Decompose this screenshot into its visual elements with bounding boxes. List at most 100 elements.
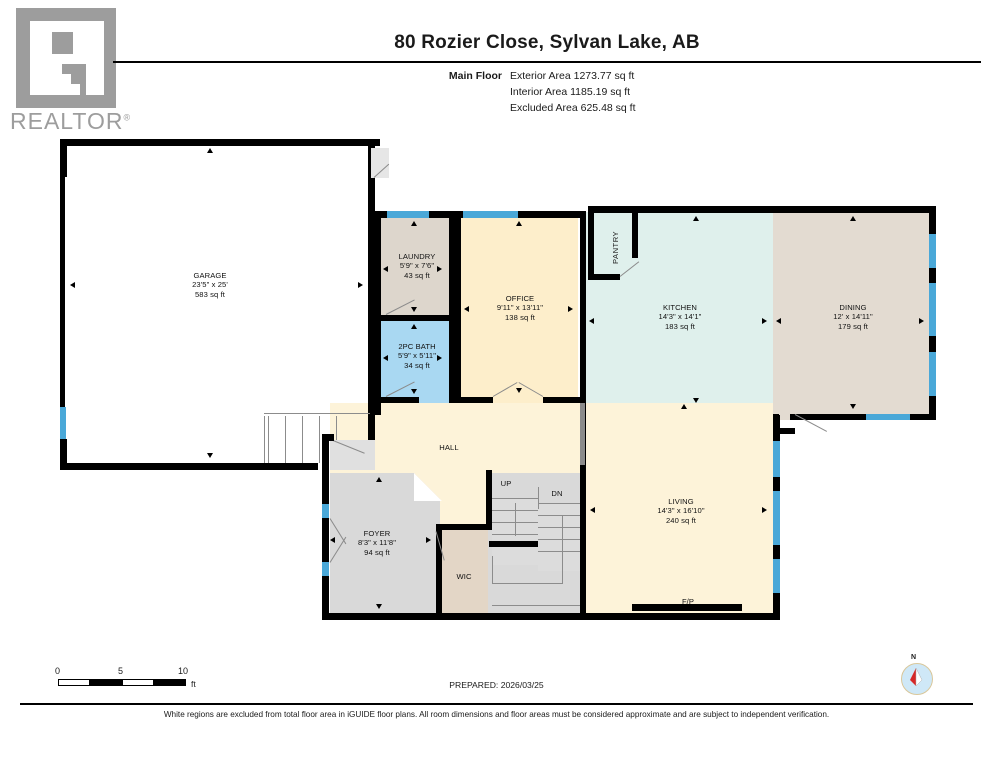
wall-bath-bottom: [375, 397, 419, 403]
label-foyer: FOYER 8'3" x 11'8" 94 sq ft: [357, 529, 397, 557]
wall-pantry-right: [632, 206, 638, 258]
wall-kitchen-top: [636, 206, 936, 213]
garage-stair-box: [264, 416, 265, 463]
label-dining: DINING 12' x 14'11" 179 sq ft: [833, 303, 873, 331]
arrow-dining-right: [919, 318, 924, 324]
excluded-area: Excluded Area 625.48 sq ft: [510, 102, 636, 114]
wall-dining-right-seg1: [929, 268, 936, 283]
garage-stair-riser-4: [319, 416, 320, 463]
compass-north-label: N: [911, 654, 917, 661]
wall-dining-right-top: [929, 206, 936, 234]
room-bath: [380, 320, 454, 403]
garage-stair-riser-3: [302, 416, 303, 463]
arrow-dining-bottom: [850, 404, 856, 409]
window-dining-right-1: [929, 234, 936, 268]
realtor-logo-mark: [16, 8, 116, 108]
scale-unit: ft: [191, 679, 196, 689]
stair-riser-d3: [538, 527, 580, 528]
label-up: UP: [500, 479, 512, 488]
window-foyer-left-1: [322, 504, 329, 518]
arrow-dining-left: [776, 318, 781, 324]
wall-top-seg-b: [429, 211, 463, 218]
wall-top-seg-a: [375, 211, 387, 218]
floor-label: Main Floor: [448, 70, 502, 82]
arrow-living-left: [590, 507, 595, 513]
stair-up-arrow-stem: [492, 556, 493, 583]
garage-stair-riser-1: [268, 416, 269, 463]
arrow-dining-top: [850, 216, 856, 221]
arrow-foyer-top: [376, 477, 382, 482]
title-divider: [113, 61, 981, 63]
wall-pantry-bottom: [588, 274, 620, 280]
stair-riser-d5: [538, 551, 580, 552]
arrow-office-left: [464, 306, 469, 312]
wall-laundry-bath-divider: [375, 315, 455, 321]
arrow-office-right: [568, 306, 573, 312]
label-pantry: PANTRY: [611, 230, 620, 264]
label-garage: GARAGE 23'5" x 25' 583 sq ft: [192, 271, 228, 299]
wall-garage-top: [60, 139, 380, 146]
scale-segment-2: [90, 679, 122, 686]
page-title: 80 Rozier Close, Sylvan Lake, AB: [394, 32, 700, 53]
arrow-bath-right: [437, 355, 442, 361]
stair-rail-up: [538, 487, 539, 509]
arrow-laundry-bottom: [411, 307, 417, 312]
arrow-kitchen-top: [693, 216, 699, 221]
label-living: LIVING 14'3" x 16'10" 240 sq ft: [657, 497, 705, 525]
arrow-garage-left: [70, 282, 75, 288]
wall-dining-bottom-left: [790, 414, 866, 420]
label-wic: WIC: [456, 572, 472, 581]
wall-dining-right-seg2: [929, 336, 936, 352]
window-living-right-1: [773, 441, 780, 477]
label-kitchen: KITCHEN 14'3" x 14'1" 183 sq ft: [658, 303, 702, 331]
wall-dining-right-bottom: [929, 396, 936, 420]
scale-tick-0: 0: [55, 666, 61, 676]
wall-stair-right: [580, 403, 586, 615]
wall-pantry-left: [588, 206, 594, 280]
window-office-top: [463, 211, 518, 218]
garage-stair-top-rail: [264, 413, 370, 414]
wall-wic-top: [436, 524, 492, 530]
arrow-kitchen-right: [762, 318, 767, 324]
wall-bottom-main: [322, 613, 780, 620]
stair-dn-arrow-stem: [515, 503, 516, 536]
wall-living-right-seg2: [773, 545, 780, 559]
wall-garage-bottom: [60, 463, 318, 470]
arrow-kitchen-bottom: [693, 398, 699, 403]
room-office: [461, 217, 578, 403]
scale-tick-10: 10: [178, 666, 189, 676]
stair-return-rail-v: [562, 541, 563, 584]
wall-garage-right-mid: [368, 215, 375, 329]
arrow-living-top: [681, 404, 687, 409]
stair-return-rail-h: [492, 583, 562, 584]
scale-segment-1: [58, 679, 90, 686]
wall-laundry-right: [449, 211, 455, 319]
wall-hall-top-left: [322, 434, 334, 441]
room-kitchen: [586, 212, 773, 410]
scale-segment-3: [122, 679, 154, 686]
wall-office-bottom-left: [455, 397, 493, 403]
wall-living-right-bottom: [773, 593, 780, 619]
arrow-laundry-right: [437, 266, 442, 272]
wall-kitchen-left-lower: [580, 280, 586, 403]
realtor-logo: REALTOR®: [8, 4, 130, 134]
arrow-fireplace: [683, 605, 689, 610]
arrow-laundry-top: [411, 221, 417, 226]
wall-bath-right: [449, 319, 455, 403]
wall-laundry-left: [375, 211, 381, 415]
arrow-bath-bottom: [411, 389, 417, 394]
wall-pantry-top: [588, 206, 638, 213]
wall-top-seg-c: [518, 211, 586, 218]
disclaimer-text: White regions are excluded from total fl…: [163, 710, 830, 719]
room-living: [586, 403, 773, 615]
garage-stair-riser-5: [336, 416, 337, 463]
wall-garage-right-lower: [368, 329, 375, 421]
wall-garage-left-mid: [60, 177, 65, 407]
label-laundry: LAUNDRY 5'9" x 7'6" 43 sq ft: [398, 252, 436, 280]
wall-stair-right-thin: [580, 403, 585, 465]
arrow-office-top: [516, 221, 522, 226]
realtor-wordmark: REALTOR®: [10, 108, 132, 134]
compass-needle-icon: [910, 667, 923, 687]
arrow-office-bottom: [516, 388, 522, 393]
